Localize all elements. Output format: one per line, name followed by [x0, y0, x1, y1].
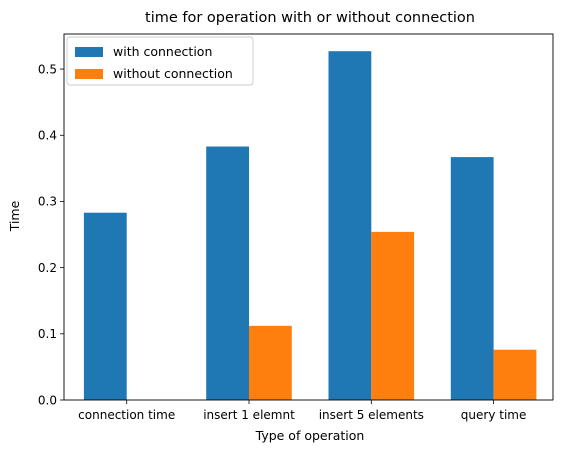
- legend-swatch-without-connection: [75, 69, 103, 79]
- chart-title: time for operation with or without conne…: [145, 10, 475, 26]
- bars-group: [83, 51, 537, 401]
- y-tick-label: 0.5: [38, 62, 57, 76]
- legend-label-without-connection: without connection: [113, 66, 233, 81]
- y-axis-label: Time: [7, 200, 22, 232]
- y-tick-label: 0.1: [38, 327, 57, 341]
- legend-swatch-with-connection: [75, 47, 103, 57]
- ticks-group: connection time insert 1 elemnt insert 5 e…: [38, 62, 526, 422]
- x-tick-label: connection time: [78, 408, 175, 422]
- bar-with-connection-4: [450, 157, 494, 400]
- bar-with-connection-3: [328, 51, 372, 401]
- legend-label-with-connection: with connection: [113, 44, 212, 59]
- bar-without-connection-3: [371, 231, 415, 400]
- x-tick-label: insert 1 elemnt: [203, 408, 295, 422]
- legend-box: [66, 36, 254, 86]
- y-tick-label: 0.4: [38, 129, 57, 143]
- bar-without-connection-2: [249, 325, 292, 400]
- bar-with-connection-2: [206, 146, 249, 400]
- legend: with connection without connection: [66, 36, 254, 86]
- plot-area-frame: [63, 33, 554, 401]
- bar-with-connection-1: [83, 212, 127, 400]
- y-tick-label: 0.3: [38, 195, 57, 209]
- y-tick-label: 0.2: [38, 261, 57, 275]
- y-tick-label: 0.0: [38, 393, 57, 407]
- bar-without-connection-4: [493, 349, 537, 400]
- x-tick-label: insert 5 elements: [319, 408, 424, 422]
- x-tick-label: query time: [461, 408, 527, 422]
- x-axis-label: Type of operation: [255, 428, 365, 443]
